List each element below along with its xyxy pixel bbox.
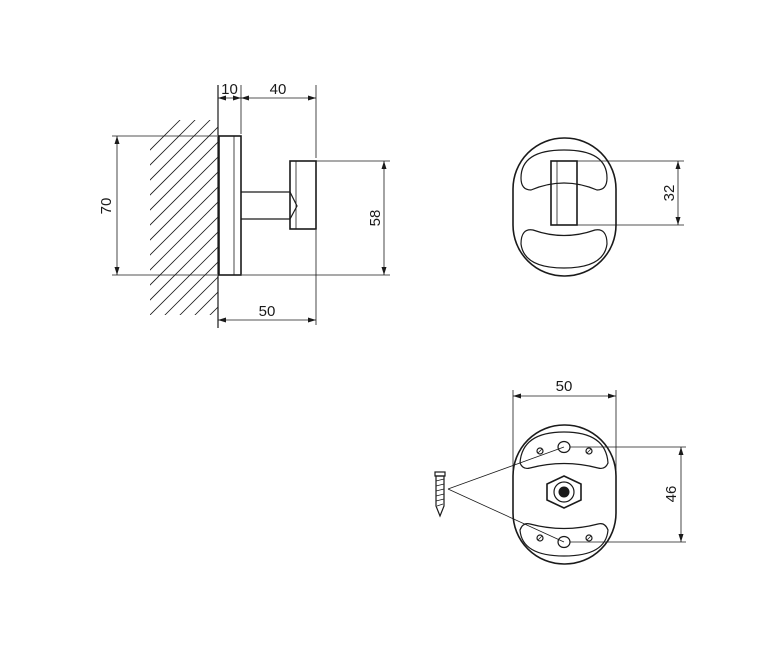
hex-nut-icon <box>546 475 582 509</box>
front-hook <box>550 160 578 226</box>
center-bolt-hole <box>558 486 570 498</box>
dim-screw-spacing: 46 <box>663 486 680 503</box>
top-right-screw-icon <box>585 447 593 455</box>
leader-line-top <box>447 446 565 490</box>
dim-hook-projection: 40 <box>270 81 287 98</box>
wall-hatching <box>150 120 218 315</box>
bottom-left-screw-icon <box>536 534 544 542</box>
hook-arm <box>241 191 298 220</box>
back-bottom-slot <box>519 523 609 557</box>
base-plate <box>218 135 242 276</box>
front-plate-outline <box>512 137 617 277</box>
front-top-slot <box>520 149 608 191</box>
top-left-screw-icon <box>536 447 544 455</box>
screw-icon <box>434 471 446 518</box>
dim-total-depth: 50 <box>259 303 276 320</box>
side-view: 10 40 70 58 50 <box>98 81 390 328</box>
dim-base-height: 70 <box>98 198 115 215</box>
back-plate-outline <box>512 424 617 565</box>
dim-plate-width: 50 <box>556 378 573 395</box>
back-plate-view: 50 46 <box>434 378 686 565</box>
dim-front-hook-height: 32 <box>661 185 678 202</box>
hook-head <box>289 160 317 230</box>
dim-base-thickness: 10 <box>221 81 238 98</box>
dim-hook-height: 58 <box>367 210 384 227</box>
front-bottom-slot <box>520 229 608 269</box>
leader-line-bottom <box>447 488 565 543</box>
bottom-right-screw-icon <box>585 534 593 542</box>
front-view: 32 <box>512 137 684 277</box>
back-top-slot <box>519 431 609 470</box>
